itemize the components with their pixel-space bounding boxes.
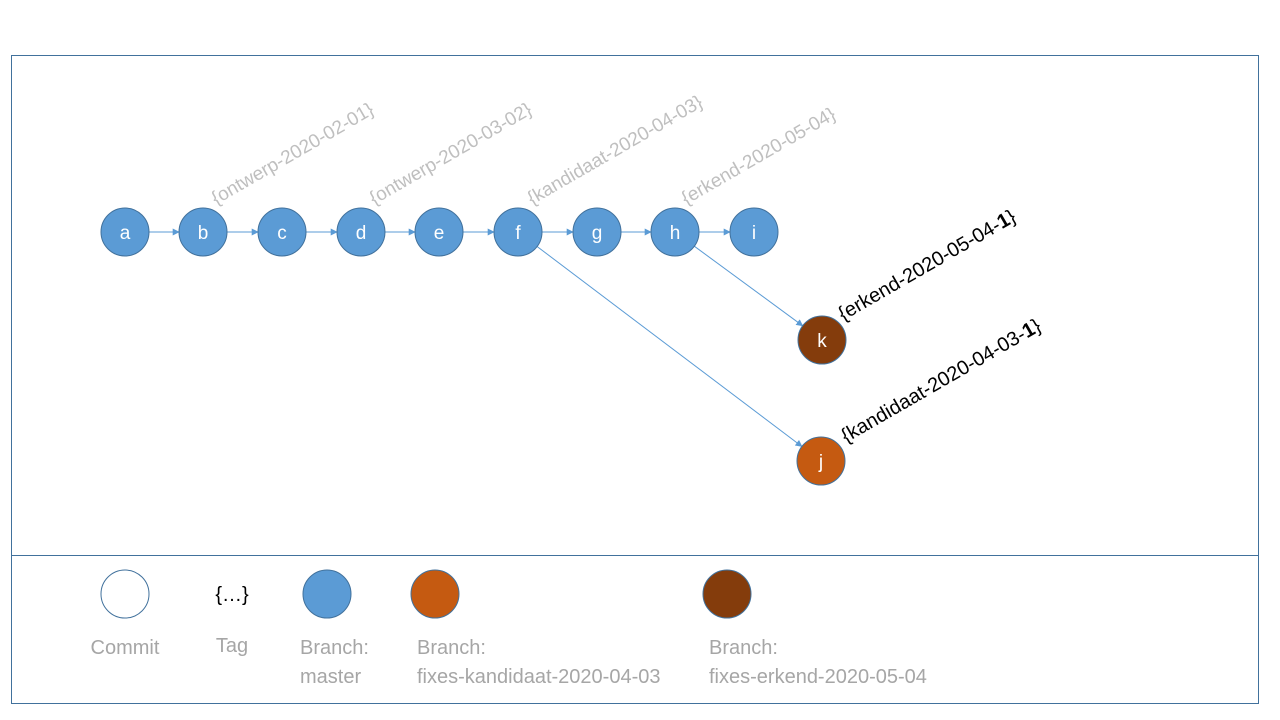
legend: Commit {…} Tag Branch: master Branch: fi…	[91, 569, 927, 688]
commit-circle-h	[650, 207, 700, 257]
legend-kandidaat-label-2: fixes-kandidaat-2020-04-03	[417, 666, 661, 688]
commit-label-i: i	[752, 223, 756, 244]
commit-circle-c	[257, 207, 307, 257]
legend-kandidaat-label-1: Branch:	[417, 637, 486, 659]
diagram-frame	[11, 55, 1259, 704]
commit-node-i: i	[729, 207, 779, 257]
tag-h: {erkend-2020-05-04}	[678, 104, 839, 209]
commit-label-e: e	[434, 223, 445, 244]
legend-commit-circle	[100, 569, 150, 619]
commit-node-e: e	[414, 207, 464, 257]
tag-d: {ontwerp-2020-03-02}	[366, 99, 536, 209]
commit-label-d: d	[356, 223, 367, 244]
legend-erkend-circle	[702, 569, 752, 619]
commit-node-k: k	[797, 315, 847, 365]
commit-label-g: g	[592, 223, 603, 244]
tag-k-prefix: {erkend-2020-05-04-	[835, 215, 1005, 326]
commit-node-f: f	[493, 207, 543, 257]
edge-h-k	[694, 245, 804, 327]
commit-label-k: k	[817, 331, 827, 352]
legend-master-label-2: master	[300, 666, 361, 688]
tag-k: {erkend-2020-05-04-1}	[835, 205, 1021, 325]
commit-nodes: a b c d e f g h i k j	[100, 207, 847, 486]
commit-edges	[149, 228, 804, 447]
commit-node-j: j	[796, 436, 846, 486]
commit-circle-g	[572, 207, 622, 257]
commit-circle-j	[796, 436, 846, 486]
commit-circle-i	[729, 207, 779, 257]
commit-label-j: j	[818, 452, 823, 473]
commit-circle-a	[100, 207, 150, 257]
commit-node-d: d	[336, 207, 386, 257]
edge-f-j	[536, 246, 803, 447]
commit-node-h: h	[650, 207, 700, 257]
commit-circle-d	[336, 207, 386, 257]
commit-label-a: a	[120, 223, 131, 244]
tag-j-prefix: {kandidaat-2020-04-03-	[838, 324, 1030, 448]
legend-commit-label: Commit	[91, 637, 160, 659]
legend-kandidaat-circle	[410, 569, 460, 619]
commit-label-h: h	[670, 223, 681, 244]
commit-node-b: b	[178, 207, 228, 257]
commit-node-c: c	[257, 207, 307, 257]
legend-master-label-1: Branch:	[300, 637, 369, 659]
legend-tag-symbol: {…}	[215, 584, 249, 606]
tag-j: {kandidaat-2020-04-03-1}	[838, 315, 1046, 448]
commit-circle-b	[178, 207, 228, 257]
legend-erkend-label-1: Branch:	[709, 637, 778, 659]
commit-circle-e	[414, 207, 464, 257]
commit-label-b: b	[198, 223, 209, 244]
commit-node-a: a	[100, 207, 150, 257]
legend-master-circle	[302, 569, 352, 619]
commit-circle-f	[493, 207, 543, 257]
commit-circle-k	[797, 315, 847, 365]
commit-node-g: g	[572, 207, 622, 257]
commit-label-c: c	[277, 223, 287, 244]
commit-label-f: f	[515, 223, 521, 244]
legend-tag-label: Tag	[216, 635, 248, 657]
legend-erkend-label-2: fixes-erkend-2020-05-04	[709, 666, 927, 688]
tag-b: {ontwerp-2020-02-01}	[208, 99, 378, 209]
